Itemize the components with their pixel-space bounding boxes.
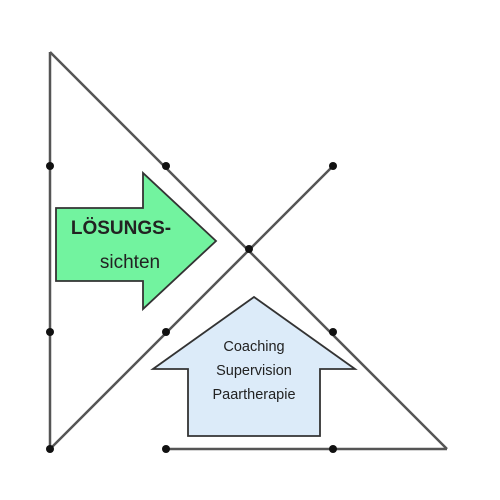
- node-dot: [46, 445, 54, 453]
- up-arrow-line-3: Paartherapie: [212, 387, 295, 403]
- node-dot: [46, 328, 54, 336]
- up-arrow-shape: [150, 295, 358, 437]
- node-dot: [245, 245, 253, 253]
- right-arrow-line-1: LÖSUNGS-: [71, 218, 171, 239]
- node-dot: [46, 162, 54, 170]
- right-arrow-line-2: sichten: [100, 252, 160, 273]
- loesungssichten-arrow: LÖSUNGS- sichten: [55, 170, 218, 312]
- node-dot: [162, 445, 170, 453]
- node-dot: [329, 445, 337, 453]
- node-dot: [162, 328, 170, 336]
- up-arrow-line-1: Coaching: [223, 339, 284, 355]
- crossing-diagonal: [49, 165, 334, 450]
- node-dot: [162, 162, 170, 170]
- up-arrow-line-2: Supervision: [216, 363, 292, 379]
- node-dot: [329, 328, 337, 336]
- right-arrow-shape: [55, 170, 218, 312]
- coaching-arrow: Coaching Supervision Paartherapie: [150, 295, 358, 437]
- node-dots: [46, 162, 337, 453]
- node-dot: [329, 162, 337, 170]
